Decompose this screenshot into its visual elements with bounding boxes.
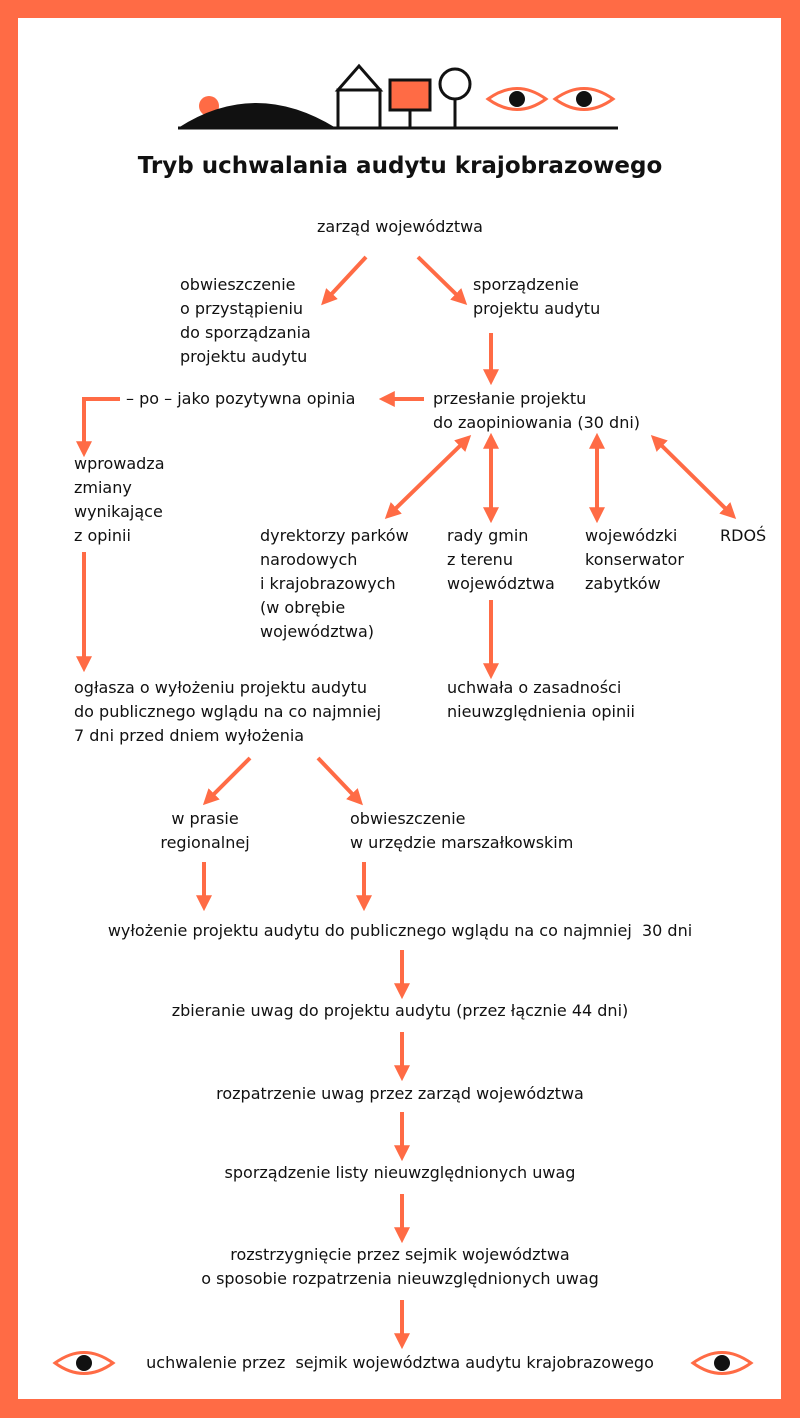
node-konserwator: wojewódzki konserwator zabytków: [585, 526, 684, 593]
node-zarzad: zarząd województwa: [317, 217, 483, 236]
arrow-dyrektorzy: [384, 434, 472, 520]
node-wprowadza-zmiany: wprowadza zmiany wynikające z opinii: [74, 454, 165, 545]
node-w-prasie: w prasie regionalnej: [160, 809, 250, 852]
tree-icon: [438, 67, 472, 128]
node-dyrektorzy: dyrektorzy parków narodowych i krajobraz…: [260, 526, 409, 641]
sign-icon: [388, 78, 432, 128]
eye-icon: [552, 87, 616, 111]
arrow-to-obwieszczenie-urzad: [316, 756, 363, 806]
arrow-to-wprowadza-zmiany: [76, 397, 120, 458]
node-zbieranie: zbieranie uwag do projektu audytu (przez…: [171, 1001, 629, 1020]
arrow-to-obwieszczenie: [321, 255, 368, 306]
node-oglasza: ogłasza o wyłożeniu projektu audytu do p…: [74, 678, 382, 745]
node-sporzadzenie-projektu: sporządzenie projektu audytu: [473, 275, 601, 318]
node-rozpatrzenie: rozpatrzenie uwag przez zarząd województ…: [216, 1084, 584, 1103]
eye-icon: [52, 1351, 116, 1375]
eye-icon: [690, 1351, 754, 1375]
node-rady-gmin: rady gmin z terenu województwa: [447, 526, 555, 593]
node-pozytywna-opinia: – po – jako pozytywna opinia: [126, 389, 356, 408]
diagram-title: Tryb uchwalania audytu krajobrazowego: [137, 153, 663, 179]
arrow-to-sporzadzenie: [416, 255, 468, 306]
node-uchwala-zasadnosci: uchwała o zasadności nieuwzględnienia op…: [447, 678, 635, 721]
house-icon: [334, 63, 384, 130]
node-rdos: RDOŚ: [720, 526, 767, 545]
node-wylozenie: wyłożenie projektu audytu do publicznego…: [107, 921, 693, 940]
node-przeslanie: przesłanie projektu do zaopiniowania (30…: [433, 389, 641, 432]
arrow-to-w-prasie: [202, 756, 252, 806]
arrow-rdos: [650, 434, 737, 520]
diagram-panel: [18, 18, 781, 1399]
header-illustration: [178, 63, 618, 130]
hill-icon: [178, 103, 336, 128]
eye-icon: [485, 87, 549, 111]
node-obwieszczenie-przystapienie: obwieszczenie o przystąpieniu do sporząd…: [180, 275, 311, 366]
node-lista: sporządzenie listy nieuwzględnionych uwa…: [224, 1163, 576, 1182]
node-obwieszczenie-urzad: obwieszczenie w urzędzie marszałkowskim: [350, 809, 574, 852]
node-uchwalenie: uchwalenie przez sejmik województwa audy…: [146, 1353, 654, 1372]
node-rozstrzygniecie: rozstrzygnięcie przez sejmik województwa…: [201, 1245, 599, 1288]
